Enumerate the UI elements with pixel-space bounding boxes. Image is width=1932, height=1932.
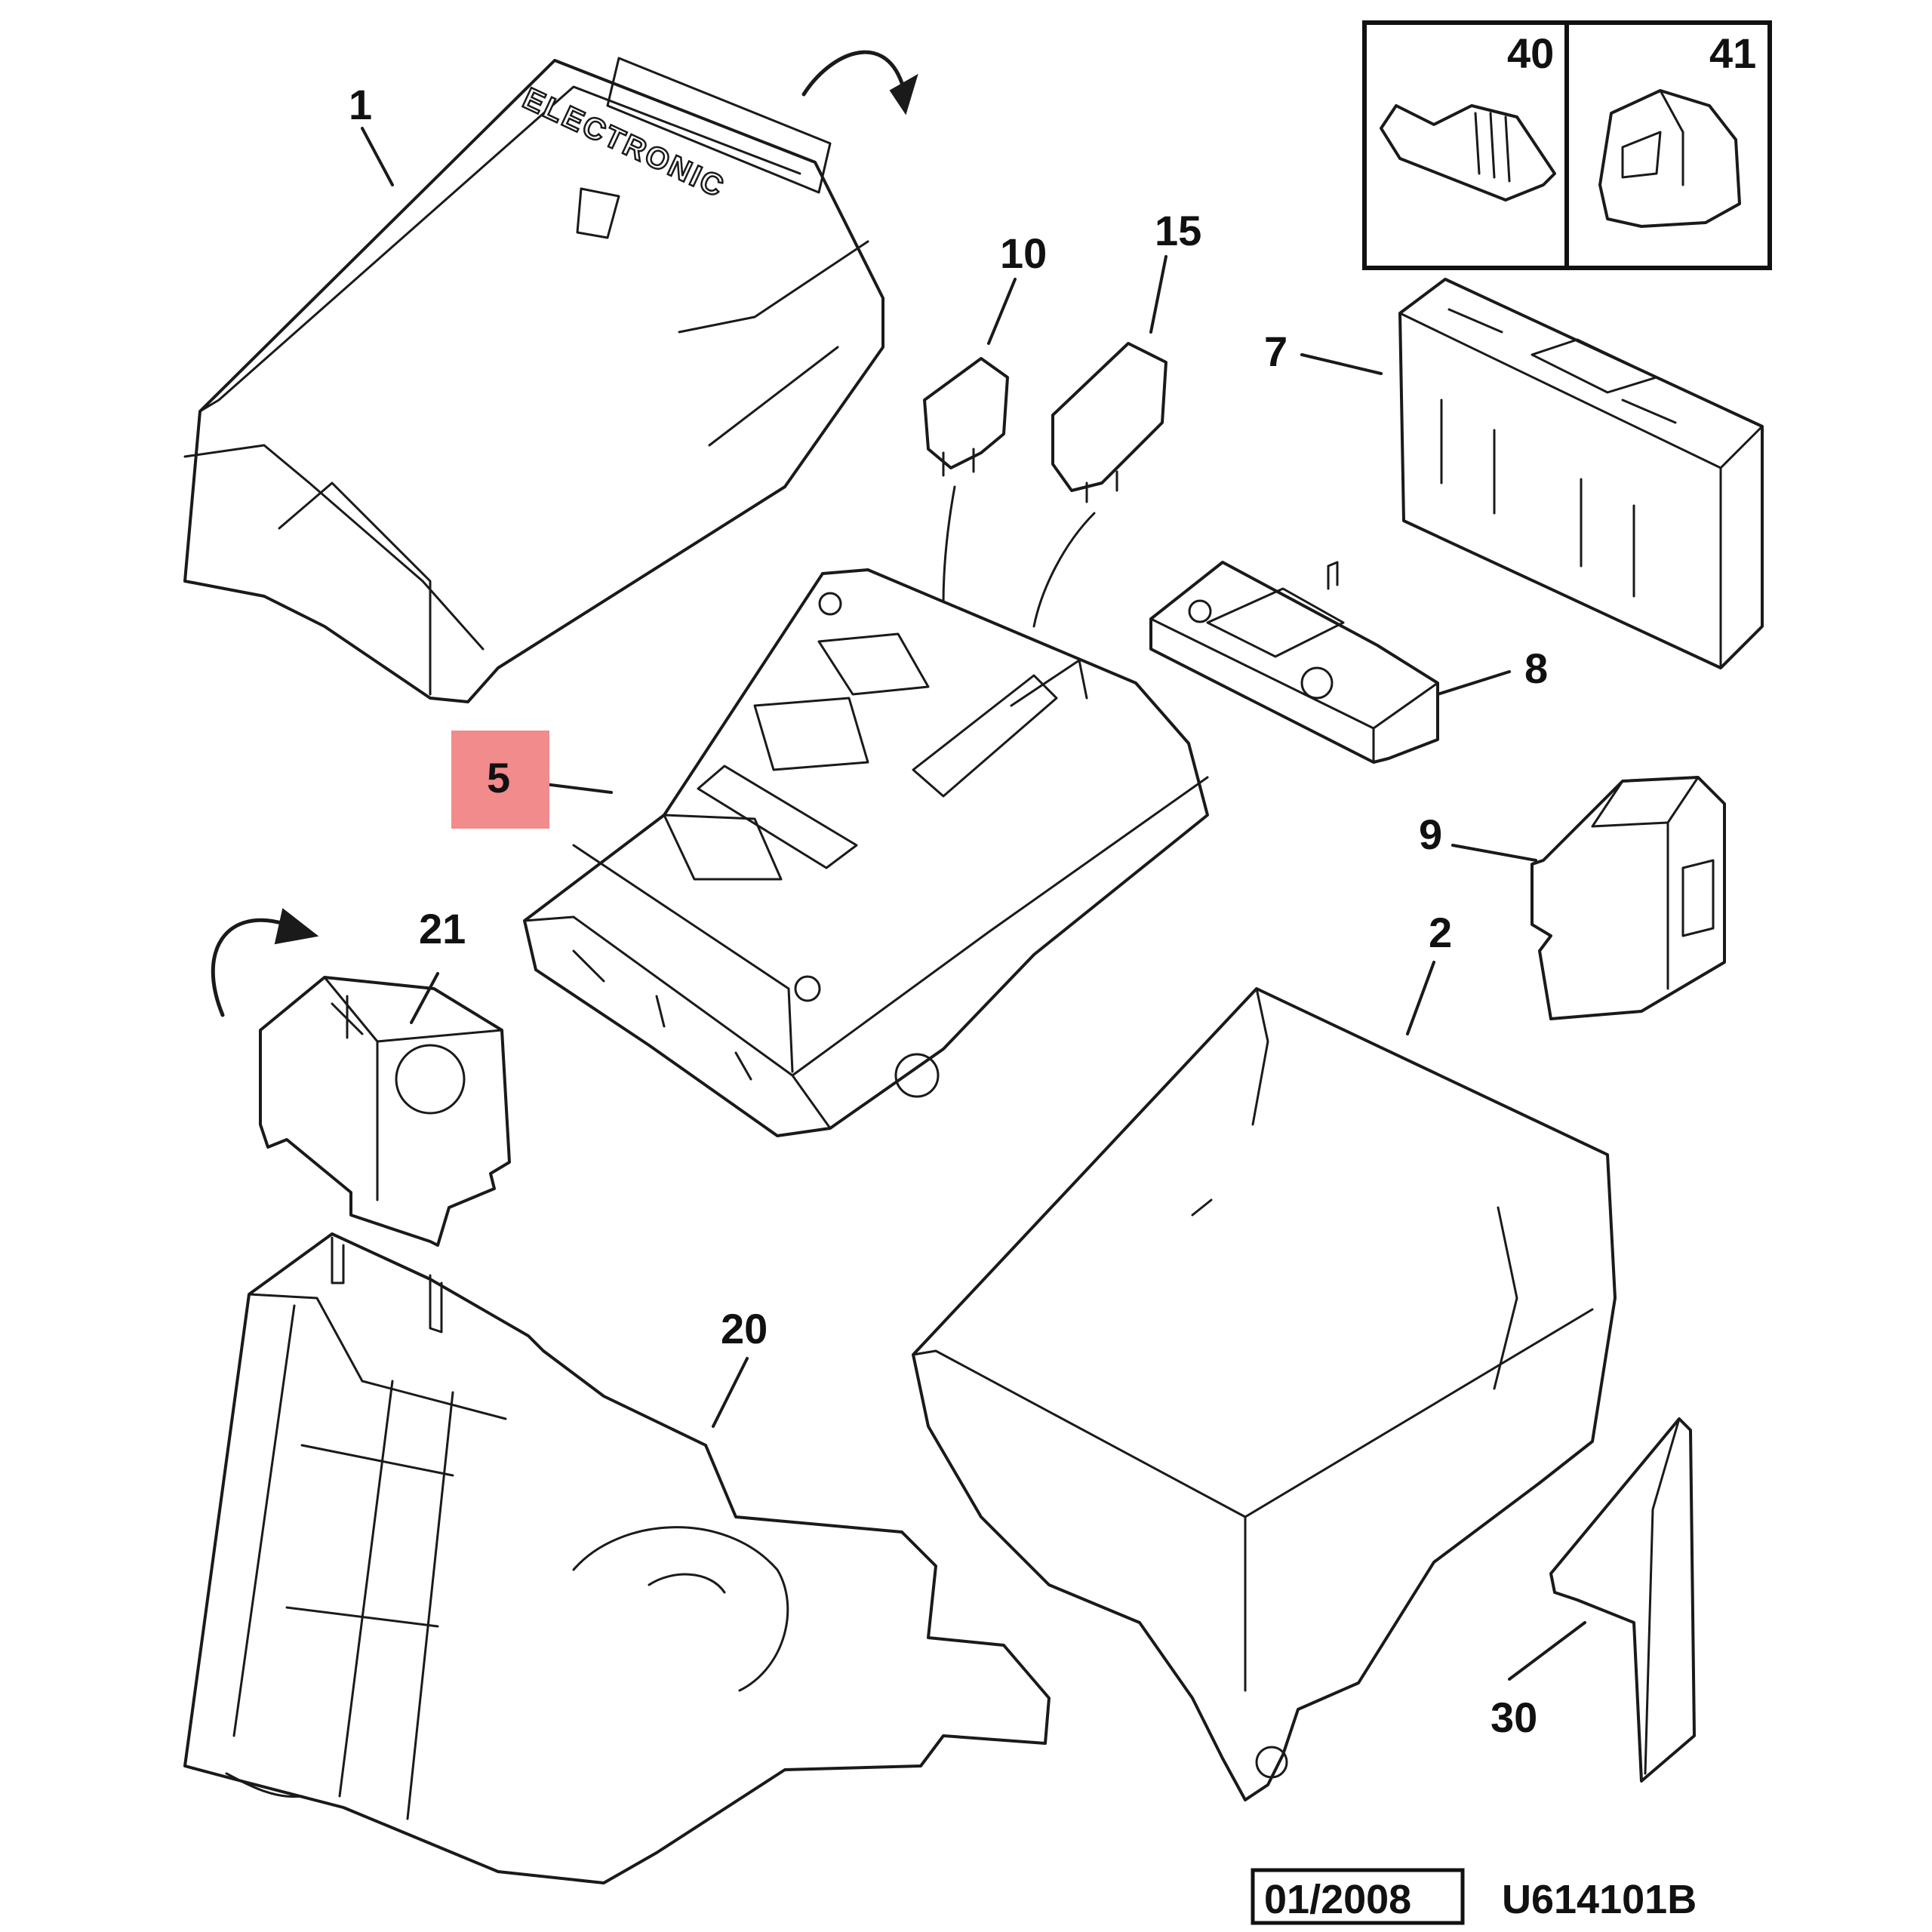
callout-15: 15 xyxy=(1155,207,1201,254)
footer-date: 01/2008 xyxy=(1264,1877,1411,1922)
part-21-terminal-cap xyxy=(259,976,511,1247)
part-9-relay-bracket xyxy=(1531,776,1726,1020)
part-15-maxi-fuse xyxy=(1032,342,1168,628)
callout-5: 5 xyxy=(487,754,510,801)
part-41-clip xyxy=(1598,89,1741,228)
callout-9: 9 xyxy=(1419,811,1442,858)
part-2-box-housing xyxy=(912,987,1617,1801)
callout-7: 7 xyxy=(1264,328,1287,375)
callout-40: 40 xyxy=(1507,29,1554,77)
part-8-connector-block xyxy=(1149,561,1439,764)
callout-30: 30 xyxy=(1491,1694,1537,1741)
rotate-arrow-top xyxy=(801,50,918,115)
footer-date-box xyxy=(1251,1868,1465,1925)
rotate-arrow-left xyxy=(211,908,319,1017)
part-20-base-tray xyxy=(183,1232,1051,1884)
part-10-mini-fuse xyxy=(923,357,1009,605)
part-5-highlight xyxy=(451,731,549,829)
footer-reference: U614101B xyxy=(1502,1877,1697,1922)
part-5-fuse-box-unit xyxy=(523,568,1209,1137)
part-30-strap xyxy=(1549,1417,1696,1783)
callout-8: 8 xyxy=(1524,645,1548,692)
callout-10: 10 xyxy=(1000,229,1047,277)
part-7-electronic-module xyxy=(1398,278,1764,669)
callout-2: 2 xyxy=(1429,909,1452,956)
callout-41: 41 xyxy=(1709,29,1756,77)
callout-labels: 1 10 15 40 41 7 8 9 5 21 2 20 30 xyxy=(349,29,1756,1741)
part-40-clip xyxy=(1380,104,1556,202)
footer: 01/2008 U614101B xyxy=(1251,1868,1697,1925)
part-1-fuse-box-cover: ELECTRONIC xyxy=(183,57,884,703)
callout-21: 21 xyxy=(419,905,466,952)
inset-box-40-41 xyxy=(1362,20,1772,270)
callout-20: 20 xyxy=(721,1305,768,1352)
callout-1: 1 xyxy=(349,81,372,128)
